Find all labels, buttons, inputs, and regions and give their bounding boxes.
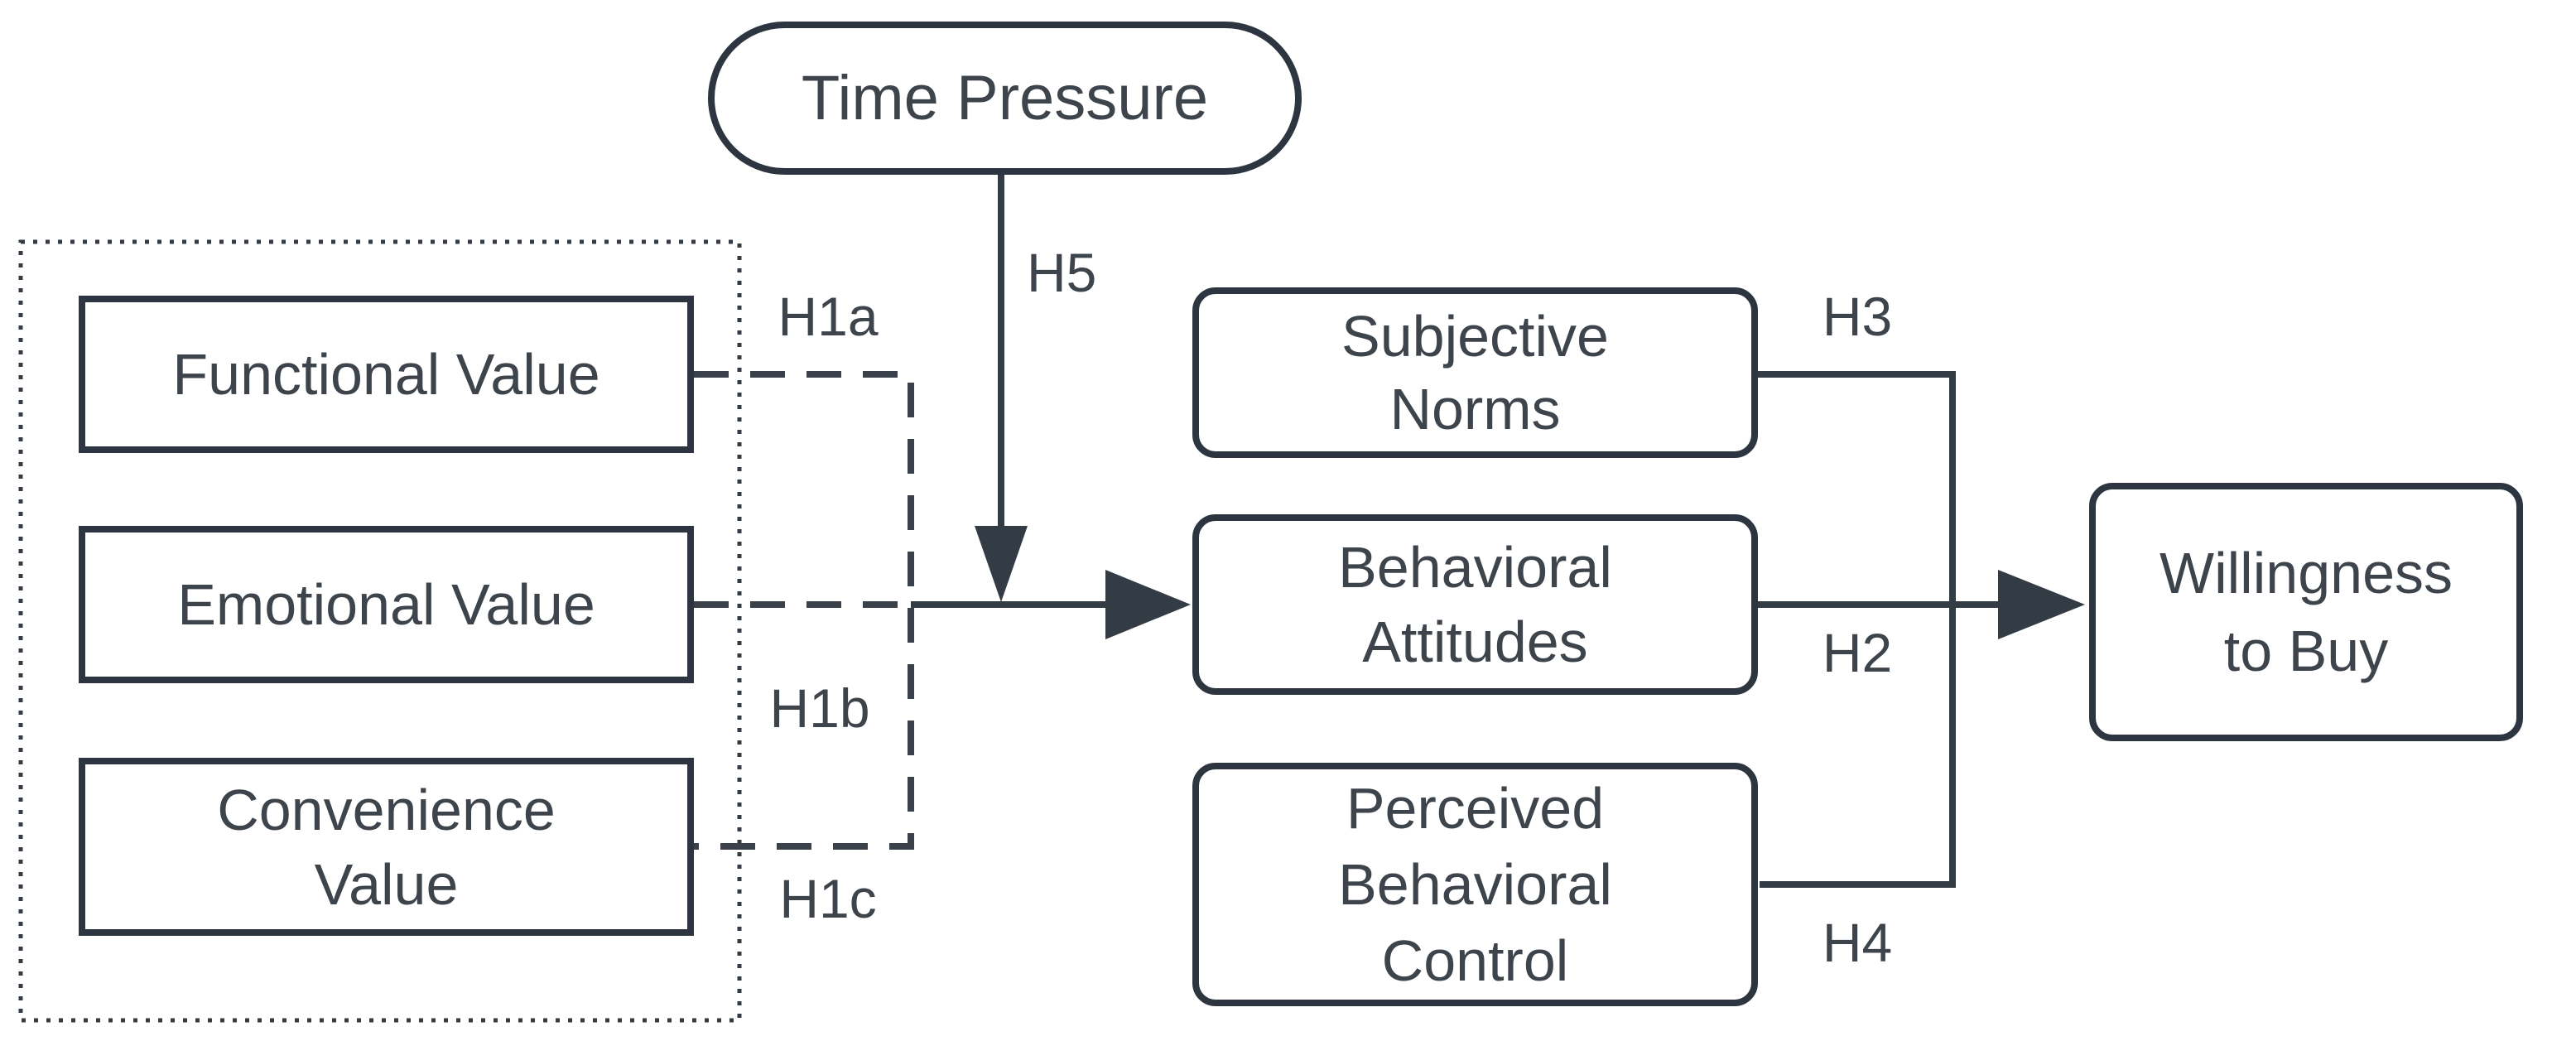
dashed-connector-h1a-h1c: [694, 371, 914, 850]
attitudes-arrowhead: [1105, 570, 1191, 639]
h3-h4-connector: [1758, 371, 1956, 888]
node-emotional-value: Emotional Value: [79, 526, 694, 683]
label-h4: H4: [1822, 912, 1893, 973]
node-convenience-value: Convenience Value: [79, 758, 694, 936]
node-perceived-behavioral-control: Perceived Behavioral Control: [1192, 763, 1758, 1006]
node-functional-value: Functional Value: [79, 296, 694, 453]
node-behavioral-attitudes: Behavioral Attitudes: [1192, 514, 1758, 695]
h2-arrowhead: [1998, 570, 2085, 639]
node-willingness-to-buy-line2: to Buy: [2223, 619, 2389, 683]
node-perceived-behavioral-control-line3: Control: [1381, 928, 1569, 993]
h5-arrowhead: [975, 526, 1028, 602]
node-willingness-to-buy-line1: Willingness: [2160, 541, 2453, 605]
label-h2: H2: [1822, 622, 1893, 683]
node-convenience-value-line2: Value: [314, 851, 459, 917]
label-h5: H5: [1027, 242, 1097, 303]
values-group-dotted-border: [18, 239, 742, 1023]
node-willingness-to-buy: Willingness to Buy: [2089, 483, 2523, 741]
node-time-pressure: Time Pressure: [708, 22, 1302, 175]
node-subjective-norms-line2: Norms: [1389, 377, 1561, 441]
label-h3: H3: [1822, 286, 1893, 347]
node-subjective-norms: Subjective Norms: [1192, 287, 1758, 458]
node-subjective-norms-line1: Subjective: [1341, 304, 1609, 369]
node-time-pressure-label: Time Pressure: [801, 62, 1209, 133]
label-h1c: H1c: [779, 868, 877, 929]
label-h1b: H1b: [769, 677, 870, 739]
node-behavioral-attitudes-line1: Behavioral: [1338, 535, 1612, 600]
node-perceived-behavioral-control-line1: Perceived: [1346, 776, 1605, 841]
node-behavioral-attitudes-line2: Attitudes: [1362, 610, 1588, 674]
label-h1a: H1a: [778, 286, 879, 347]
node-functional-value-label: Functional Value: [172, 342, 600, 407]
node-perceived-behavioral-control-line2: Behavioral: [1338, 852, 1612, 917]
node-emotional-value-label: Emotional Value: [177, 572, 595, 637]
node-convenience-value-line1: Convenience: [217, 777, 556, 842]
